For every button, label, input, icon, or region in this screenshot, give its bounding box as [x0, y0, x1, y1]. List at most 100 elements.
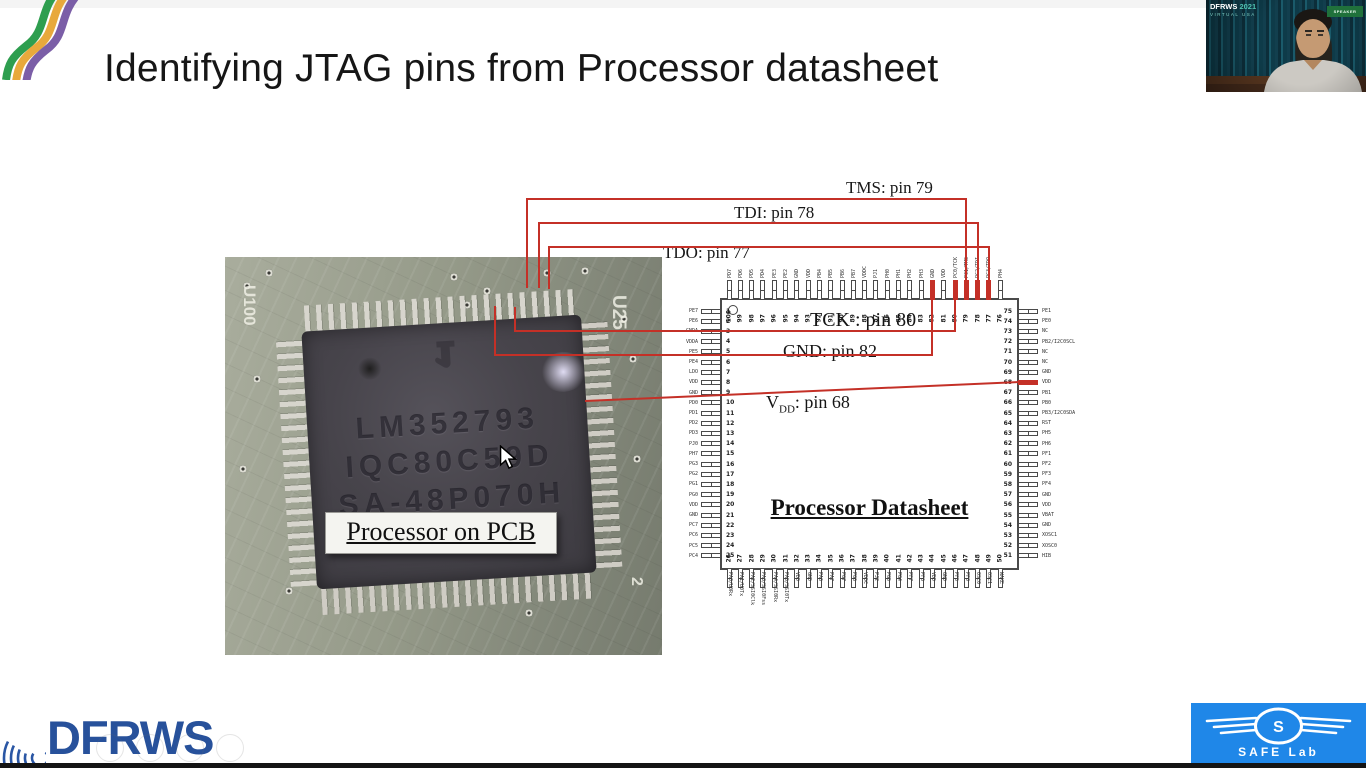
pin-7-number: 7 [726, 368, 731, 376]
webcam-badge: SPEAKER [1327, 6, 1363, 17]
pin-13-stub [701, 430, 721, 436]
pin-70-number: 70 [1003, 358, 1012, 366]
pin-83-stub [918, 280, 924, 300]
pin-43-number: 43 [917, 554, 925, 563]
pin-36-number: 36 [838, 554, 846, 563]
pin-52-number: 52 [1003, 542, 1012, 550]
pin-11-label: PD1 [688, 410, 698, 416]
pin-64-number: 64 [1003, 419, 1012, 427]
silkscreen-2: 2 [628, 577, 645, 586]
pin-55-label: VBAT [1042, 512, 1055, 518]
pin-61-stub [1018, 451, 1038, 457]
pin-16-label: PG3 [688, 461, 698, 467]
pin-53-number: 53 [1003, 531, 1012, 539]
pin-59-stub [1018, 471, 1038, 477]
pin-43-label: PF6 [918, 572, 925, 582]
pin-74-number: 74 [1003, 317, 1012, 325]
processor-chip: LM352793 IQC80C59D SA-48P070H [274, 287, 624, 617]
pin-34-label: PA6 [816, 572, 823, 582]
pin-36-label: PG7 [839, 572, 846, 582]
pin-4-label: VDDA [685, 338, 698, 345]
pin-53-label: XOSC1 [1042, 532, 1058, 539]
pin-4-number: 4 [726, 338, 731, 346]
pin-98-number: 98 [748, 313, 756, 322]
pin-73-number: 73 [1003, 327, 1012, 335]
pin-25-label: PC4 [688, 552, 698, 559]
silkscreen-u100: U100 [240, 285, 259, 326]
pin-69-label: GND [1042, 369, 1052, 376]
pin-67-number: 67 [1003, 389, 1012, 397]
pin-74-label: PE0 [1042, 318, 1052, 325]
ghost-player-control[interactable] [176, 734, 204, 762]
ghost-player-control[interactable] [96, 734, 124, 762]
pin-96-number: 96 [770, 313, 778, 322]
pin-48-label: OSC0 [975, 572, 982, 585]
pin-42-label: PF7 [907, 572, 914, 582]
video-progress-bar[interactable] [0, 763, 1366, 768]
pin-24-label: PC5 [688, 542, 698, 549]
pin-41-label: PG4 [896, 572, 902, 582]
pin-51-label: HIB [1042, 552, 1052, 559]
safelab-logo: S SAFE Lab [1191, 703, 1366, 763]
datasheet-caption: Processor Datasheet [770, 495, 969, 520]
pin-68-label: VDD [1042, 379, 1052, 386]
pin-1-label: PE7 [688, 308, 698, 314]
safelab-initial: S [1273, 719, 1284, 736]
ghost-player-control[interactable] [136, 734, 164, 762]
pin-73-stub [1018, 328, 1038, 334]
pin-12-stub [701, 420, 721, 426]
pin-30-label: PA4/SSI0Rx [771, 572, 778, 603]
pin-74-stub [1018, 318, 1038, 324]
pin-10-stub [701, 400, 721, 406]
ghost-player-control[interactable] [216, 734, 244, 762]
pin-9-stub [701, 390, 721, 396]
pin-48-number: 48 [974, 554, 982, 563]
pin-70-label: NC [1042, 359, 1049, 365]
pin-73-label: NC [1042, 328, 1049, 335]
pin-35-stub [828, 568, 834, 588]
pin-56-label: VDD [1042, 501, 1052, 508]
pin-66-label: PB0 [1042, 399, 1052, 406]
pin-90-stub [839, 280, 845, 300]
pin-29-stub [760, 568, 766, 588]
pin-75-stub [1018, 308, 1038, 314]
pin-15-number: 15 [726, 450, 735, 458]
pin-13-number: 13 [726, 429, 735, 437]
pin-4-stub [701, 339, 721, 345]
pin-78-number: 78 [974, 313, 982, 322]
pin-27-label: PA1/U0Tx [737, 572, 744, 597]
pin-46-label: PF5 [952, 572, 959, 582]
pin-44-stub [929, 568, 935, 588]
pin-17-label: PG2 [688, 471, 698, 478]
pin-2-label: PE6 [688, 318, 698, 325]
pin-84-label: PH2 [907, 268, 914, 278]
pin-42-stub [907, 568, 913, 588]
pin-7-label: LDO [688, 369, 698, 376]
pin-99-number: 99 [736, 313, 744, 322]
tms-annotation: TMS: pin 79 [846, 178, 933, 197]
pin-27-number: 27 [736, 554, 744, 563]
pin-22-label: PC7 [688, 522, 698, 529]
pin-53-stub [1018, 532, 1038, 538]
pin-91-stub [828, 280, 834, 300]
pin-28-label: PA2/SSI0Clk [749, 572, 756, 606]
pin-82-number: 82 [928, 313, 936, 322]
pin-16-number: 16 [726, 460, 735, 468]
pin-75-label: PE1 [1042, 308, 1052, 314]
pin-20-label: VDD [688, 501, 698, 508]
webcam-feed: DFRWS 2021 VIRTUAL USA SPEAKER [1206, 0, 1366, 92]
pin-15-label: PH7 [688, 450, 698, 457]
pin-65-label: PB3/I2C0SDA [1042, 410, 1076, 416]
pin-20-stub [701, 502, 721, 508]
pin-1-number: 1 [726, 307, 731, 315]
pin-79-number: 79 [962, 313, 970, 322]
datasheet-caption-wrap: Processor Datasheet [722, 495, 1017, 521]
pin-76-stub [997, 280, 1003, 300]
pin-99-stub [737, 280, 743, 300]
pin-87-label: PJ1 [873, 268, 880, 278]
pin-75-number: 75 [1003, 307, 1012, 315]
pin-77-stub [986, 280, 992, 300]
pin-28-number: 28 [748, 554, 756, 563]
pin-81-stub [941, 280, 947, 300]
pin-33-number: 33 [804, 554, 812, 563]
